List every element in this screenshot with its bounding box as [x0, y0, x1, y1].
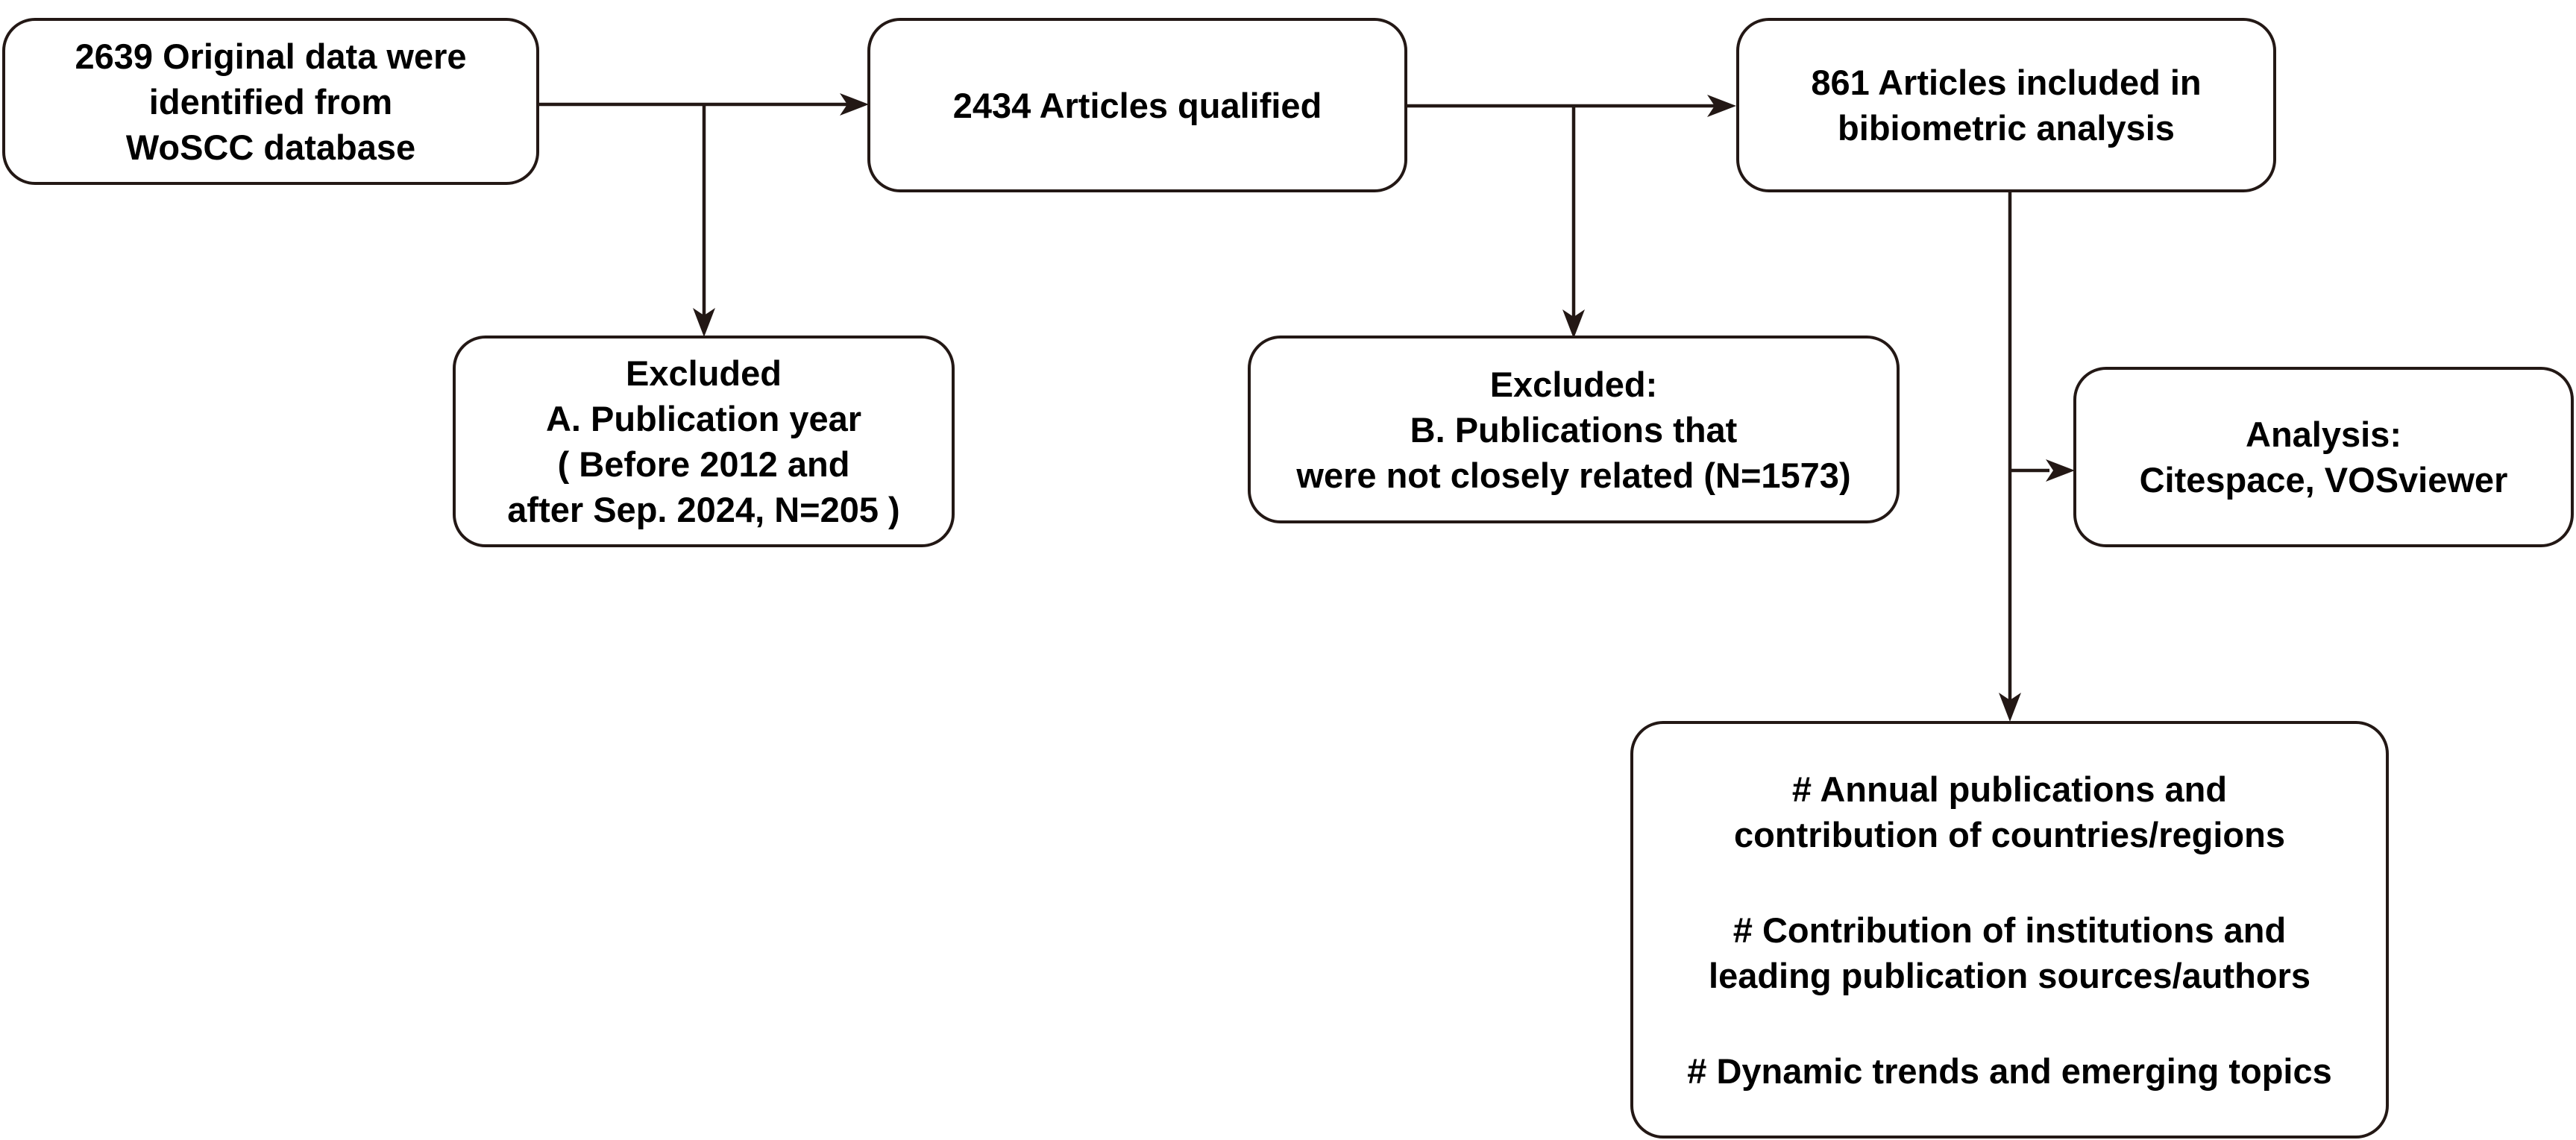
arrowhead-analysis: [2046, 459, 2075, 482]
included-line-1: 861 Articles included in: [1811, 63, 2202, 102]
arrowhead-excluded-a: [693, 308, 715, 337]
analysis-box: Analysis: Citespace, VOSviewer: [2073, 367, 2574, 547]
excluded-a-line-2: A. Publication year: [545, 399, 862, 438]
excluded-a-line-4: after Sep. 2024, N=205 ): [507, 490, 900, 529]
arrowhead-excluded-b: [1562, 309, 1585, 338]
identified-line-3: WoSCC database: [125, 127, 416, 167]
arrowhead-qualified: [840, 93, 869, 116]
arrowhead-outputs: [1999, 693, 2021, 722]
excluded-b-line-1: Excluded:: [1489, 364, 1658, 404]
excluded-a-line-1: Excluded: [626, 353, 782, 393]
output-item-1-line-2: contribution of countries/regions: [1734, 814, 2285, 854]
excluded-b-line-2: B. Publications that: [1410, 409, 1738, 450]
excluded-a-box: Excluded A. Publication year ( Before 20…: [453, 336, 955, 547]
qualified-box: 2434 Articles qualified: [867, 18, 1407, 192]
analysis-line-1: Analysis:: [2246, 415, 2401, 454]
output-item-3-line-1: # Dynamic trends and emerging topics: [1687, 1051, 2332, 1091]
identified-box: 2639 Original data were identified from …: [2, 18, 539, 185]
excluded-b-box: Excluded: B. Publications that were not …: [1248, 336, 1900, 523]
output-item-2-line-1: # Contribution of institutions and: [1732, 910, 2287, 950]
identified-line-2: identified from: [148, 81, 393, 122]
outputs-box: # Annual publications and contribution o…: [1630, 721, 2389, 1139]
included-line-2: bibiometric analysis: [1838, 108, 2175, 148]
analysis-line-2: Citespace, VOSviewer: [2139, 460, 2508, 500]
included-box: 861 Articles included in bibiometric ana…: [1736, 18, 2276, 192]
excluded-b-line-3: were not closely related (N=1573): [1296, 455, 1851, 495]
output-item-2-line-2: leading publication sources/authors: [1709, 955, 2310, 995]
arrowhead-included: [1707, 95, 1736, 117]
output-item-1-line-1: # Annual publications and: [1791, 769, 2228, 809]
excluded-a-line-3: ( Before 2012 and: [557, 444, 850, 484]
identified-line-1: 2639 Original data were: [75, 36, 467, 76]
qualified-line-1: 2434 Articles qualified: [952, 85, 1322, 125]
